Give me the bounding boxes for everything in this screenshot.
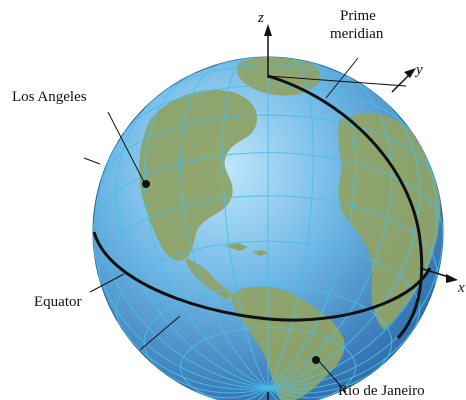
x-axis-label: x — [457, 280, 465, 296]
prime-meridian-leader — [325, 57, 359, 99]
y-axis-label: y — [414, 62, 423, 78]
longitude-line — [267, 387, 341, 399]
left-tick — [83, 157, 101, 165]
longitude-line — [224, 387, 269, 400]
longitude-line — [267, 57, 314, 389]
longitude-line — [267, 387, 312, 400]
y-axis-line — [267, 75, 407, 87]
longitude-line — [267, 142, 438, 389]
longitude-line — [222, 57, 269, 389]
prime-meridian-label-line2: meridian — [330, 26, 384, 42]
south-america-landmass — [231, 285, 345, 400]
longitude-line — [267, 231, 443, 389]
longitude-line — [267, 320, 420, 390]
rio-leader — [317, 359, 347, 393]
prime-meridian-label-line1: Prime — [340, 8, 376, 24]
equator-line — [93, 231, 432, 322]
longitude-line — [98, 142, 269, 389]
longitude-line — [267, 93, 421, 389]
equator-label: Equator — [34, 294, 81, 310]
rio-label: Rio de Janeiro — [338, 383, 425, 399]
equator-leader-1 — [89, 273, 125, 293]
longitude-line — [93, 231, 269, 389]
lat-long-grid — [93, 57, 443, 400]
z-axis-label: z — [257, 10, 264, 26]
longitude-line — [116, 320, 269, 390]
longitude-line — [267, 387, 289, 400]
equator-leader-2 — [139, 315, 181, 351]
longitude-line — [160, 369, 269, 394]
caribbean-islands — [224, 243, 268, 256]
z-axis-arrow — [264, 24, 272, 36]
longitude-line — [247, 387, 269, 400]
prime-meridian-line — [267, 74, 424, 340]
longitude-line — [267, 72, 393, 389]
rio-point — [312, 356, 320, 364]
north-america-landmass — [139, 89, 258, 261]
longitude-line — [115, 93, 269, 389]
longitude-line — [267, 369, 376, 394]
longitude-line — [179, 62, 269, 389]
los-angeles-point — [142, 180, 150, 188]
los-angeles-leader — [107, 111, 145, 183]
y-axis-arrow — [404, 68, 416, 78]
longitude-line — [143, 72, 269, 389]
europe-africa-landmass — [338, 113, 441, 330]
x-axis-arrow — [446, 274, 458, 283]
longitude-line — [195, 387, 269, 399]
los-angeles-label: Los Angeles — [12, 89, 87, 105]
longitude-line — [267, 62, 357, 389]
